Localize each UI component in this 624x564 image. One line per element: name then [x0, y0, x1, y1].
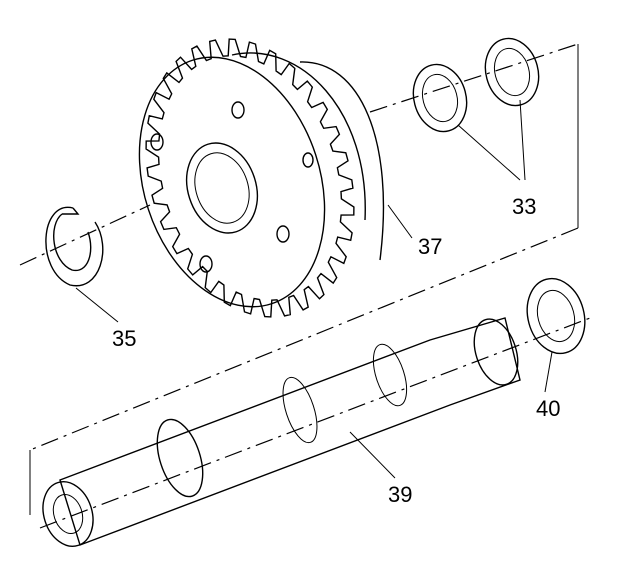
- callout-40: 40: [536, 396, 561, 421]
- upper-washers-part: [412, 37, 540, 133]
- shaft-end-washer-part: [526, 277, 586, 355]
- callout-35: 35: [112, 326, 137, 351]
- shaft-part: [42, 317, 521, 547]
- callout-39: 39: [388, 482, 413, 507]
- callout-33: 33: [512, 194, 537, 219]
- callout-37: 37: [418, 234, 443, 259]
- upper-assembly-dashed-outline: [19, 43, 579, 515]
- retaining-ring-part: [45, 206, 104, 287]
- leader-lines: [75, 99, 553, 479]
- gear-part: [138, 38, 385, 318]
